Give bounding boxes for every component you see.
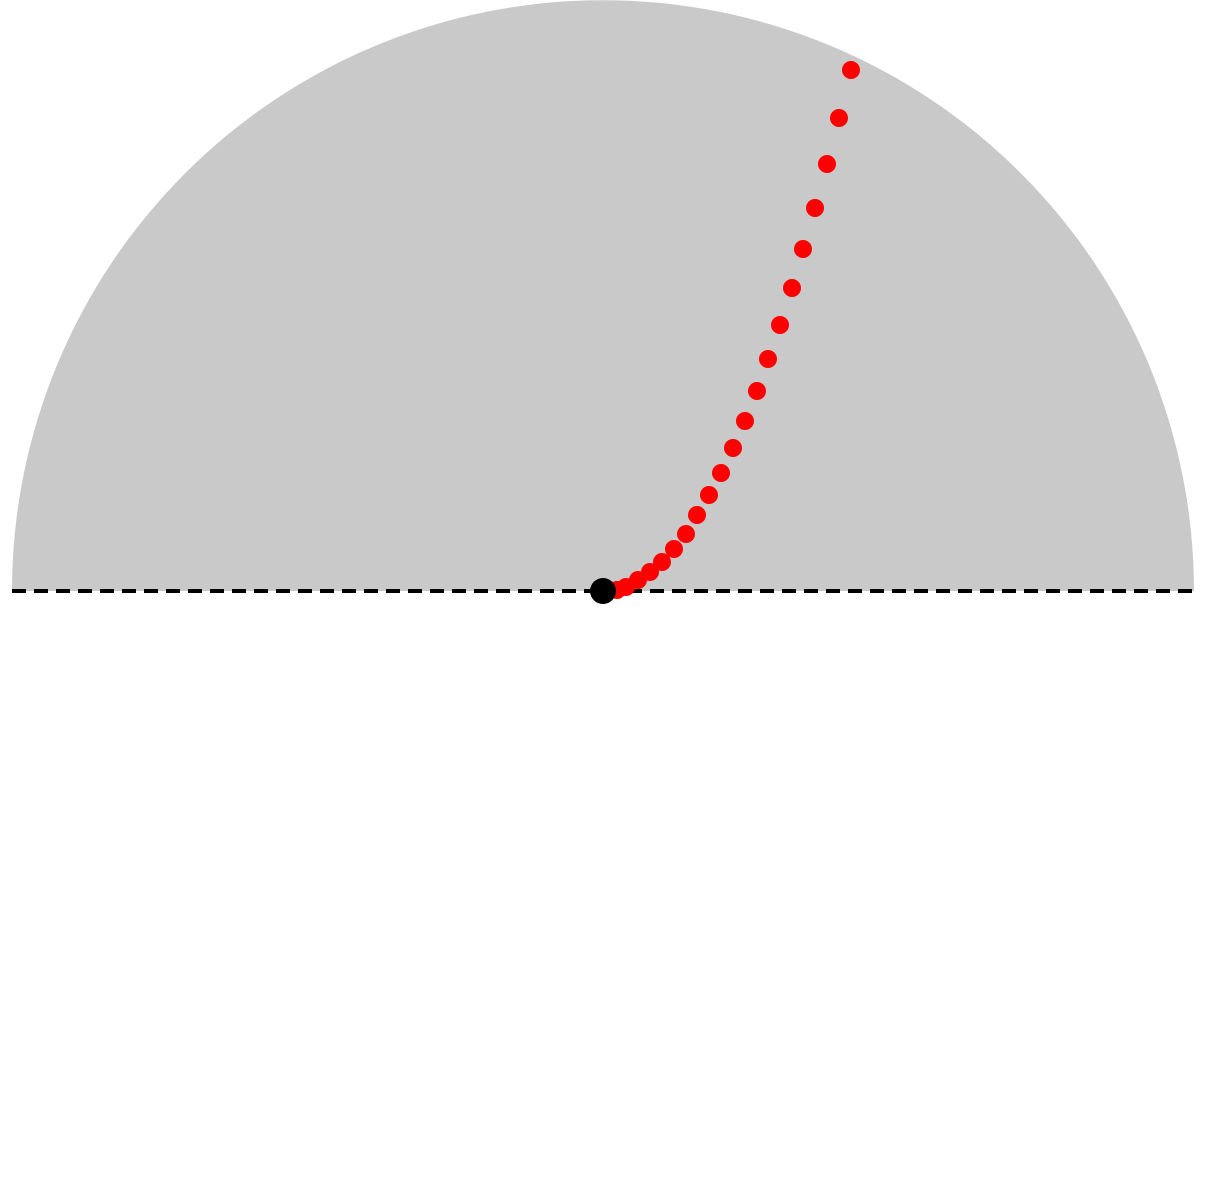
trajectory-dot [665, 540, 683, 558]
trajectory-dot [794, 240, 812, 258]
upper-half-disc-region [12, 0, 1194, 591]
trajectory-dot [748, 382, 766, 400]
trajectory-dot [653, 553, 671, 571]
trajectory-dot [759, 350, 777, 368]
trajectory-dot [700, 486, 718, 504]
trajectory-dot [724, 439, 742, 457]
trajectory-dot [641, 563, 659, 581]
trajectory-dot [677, 525, 695, 543]
trajectory-dot [842, 61, 860, 79]
trajectory-dot [818, 155, 836, 173]
origin-point [590, 578, 616, 604]
trajectory-dot [771, 316, 789, 334]
trajectory-points [608, 61, 860, 599]
trajectory-dot [783, 279, 801, 297]
trajectory-dot [712, 464, 730, 482]
trajectory-dot [736, 412, 754, 430]
trajectory-dot [806, 199, 824, 217]
trajectory-dot [830, 109, 848, 127]
trajectory-dot [688, 506, 706, 524]
